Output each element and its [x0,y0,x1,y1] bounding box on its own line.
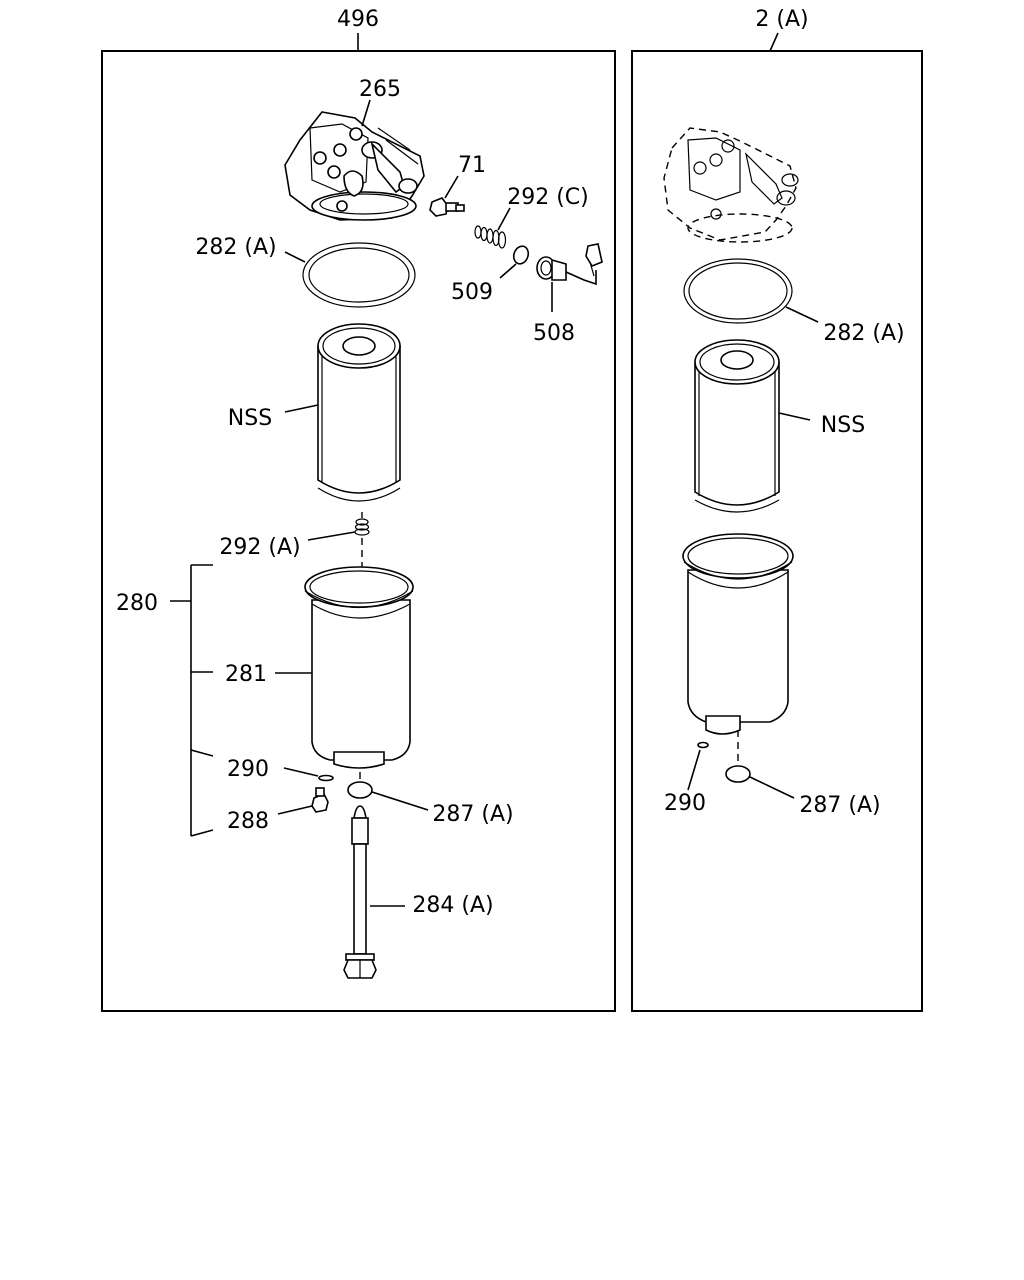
seal-ring-282a-right [683,258,793,324]
label-282a-right: 282 (A) [823,321,904,346]
washer-290-right [697,741,709,749]
leader-265 [361,99,371,127]
seal-ring-282a [302,242,416,308]
label-290: 290 [227,757,269,782]
label-287a: 287 (A) [432,802,513,827]
left-panel: 496 265 71 [101,7,616,1012]
drain-plug-288 [311,787,329,813]
leader-287a-right [749,776,795,799]
label-292a: 292 (A) [219,535,300,560]
filter-bowl-right [682,533,794,766]
filter-element-nss-right [694,339,780,513]
filter-bowl-281 [304,566,414,769]
leader-292a [307,531,356,541]
right-panel-title-leader [769,32,779,52]
label-nss: NSS [228,406,272,431]
label-281: 281 [225,662,267,687]
label-288: 288 [227,809,269,834]
right-panel-title: 2 (A) [755,7,808,32]
bolt-284a [343,805,377,979]
left-panel-title: 496 [337,7,379,32]
filter-head-phantom [663,127,799,243]
filter-element-nss [317,323,401,502]
label-265: 265 [359,77,401,102]
label-280: 280 [116,591,158,616]
label-282a: 282 (A) [195,235,276,260]
leader-282a [284,251,306,263]
label-287a-right: 287 (A) [799,793,880,818]
label-284a: 284 (A) [412,893,493,918]
sensor-508 [536,243,603,286]
leader-nss [284,404,319,413]
leader-292c [497,207,511,231]
label-509: 509 [451,280,493,305]
right-panel: 2 (A) 282 (A) [631,7,923,1012]
leader-290 [283,767,319,777]
right-panel-frame [631,50,923,1012]
oring-287a-right [725,765,751,783]
leader-288 [277,805,313,815]
label-nss-right: NSS [821,413,865,438]
leader-290-right [687,749,701,791]
leader-282a-right [785,306,819,323]
leader-287a [371,791,429,811]
bracket-280 [170,564,214,837]
label-292c: 292 (C) [507,185,589,210]
label-71: 71 [458,153,486,178]
fitting-71 [429,197,465,217]
label-290-right: 290 [664,791,706,816]
oring-509 [512,245,530,265]
spring-292c [474,225,507,249]
leader-509 [499,263,517,279]
label-508: 508 [533,321,575,346]
washer-290 [318,774,334,782]
filter-head-265 [284,111,425,221]
oring-287a [347,781,373,799]
leader-71 [444,175,459,199]
leader-nss-right [778,412,811,421]
